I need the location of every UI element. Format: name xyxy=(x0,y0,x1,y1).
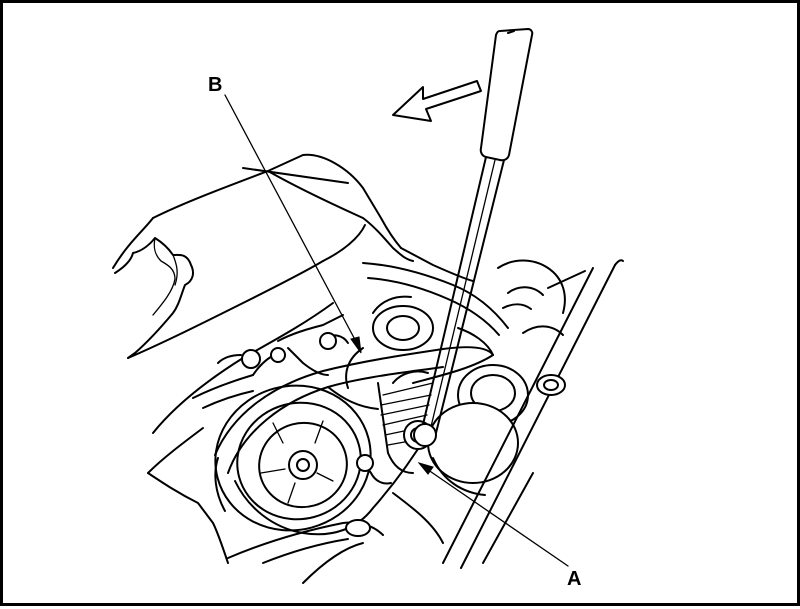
belt-tensioner-illustration: B A xyxy=(112,28,624,590)
engine-block xyxy=(147,314,349,564)
leader-arrowhead-a xyxy=(417,462,434,475)
rotation-direction-arrow xyxy=(392,80,482,122)
leader-line-b xyxy=(224,94,362,352)
leader-arrowhead-b xyxy=(350,336,362,354)
frame-rail xyxy=(442,259,624,569)
pump-pulley xyxy=(427,259,566,496)
callout-label-b: B xyxy=(208,74,222,96)
callout-label-a: A xyxy=(567,568,581,590)
crankshaft-pulley xyxy=(214,384,372,532)
leader-line-a xyxy=(420,464,569,567)
breaker-bar xyxy=(413,28,534,447)
lower-bracket xyxy=(227,492,444,584)
